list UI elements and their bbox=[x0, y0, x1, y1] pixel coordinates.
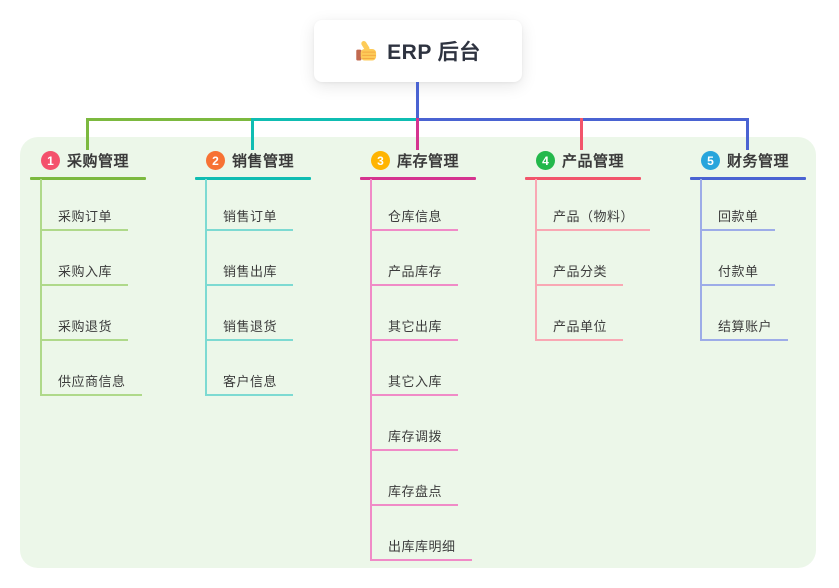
branch-underline bbox=[525, 177, 641, 180]
node-purchase-return[interactable]: 采购退货 bbox=[40, 315, 129, 341]
node-purchase-order[interactable]: 采购订单 bbox=[40, 205, 129, 231]
branch-spine-line bbox=[205, 179, 207, 396]
branch-spine-line bbox=[370, 179, 372, 561]
branch-product: 4 产品管理 产品（物料） 产品分类 产品单位 bbox=[525, 0, 655, 588]
node-purchase-inbound[interactable]: 采购入库 bbox=[40, 260, 129, 286]
node-warehouse-info[interactable]: 仓库信息 bbox=[370, 205, 459, 231]
node-payment-bill[interactable]: 付款单 bbox=[700, 260, 775, 286]
branch-inventory: 3 库存管理 仓库信息 产品库存 其它出库 其它入库 库存调拨 库存盘点 出库库… bbox=[360, 0, 490, 588]
node-other-inbound[interactable]: 其它入库 bbox=[370, 370, 459, 396]
branch-procurement: 1 采购管理 采购订单 采购入库 采购退货 供应商信息 bbox=[30, 0, 160, 588]
branch-title-label: 产品管理 bbox=[562, 153, 625, 170]
branch-title-sales[interactable]: 2 销售管理 bbox=[195, 149, 311, 172]
drop-connector-branch-3 bbox=[416, 118, 419, 150]
branch-underline bbox=[690, 177, 806, 180]
branch-title-product[interactable]: 4 产品管理 bbox=[525, 149, 641, 172]
branch-sales: 2 销售管理 销售订单 销售出库 销售退货 客户信息 bbox=[195, 0, 325, 588]
branch-underline bbox=[195, 177, 311, 180]
branch-underline bbox=[360, 177, 476, 180]
node-receipt-bill[interactable]: 回款单 bbox=[700, 205, 775, 231]
badge-number-1: 1 bbox=[41, 151, 60, 170]
branch-title-finance[interactable]: 5 财务管理 bbox=[690, 149, 806, 172]
node-product-category[interactable]: 产品分类 bbox=[535, 260, 624, 286]
badge-number-5: 5 bbox=[701, 151, 720, 170]
node-product-stock[interactable]: 产品库存 bbox=[370, 260, 459, 286]
horizontal-connector-segment-teal bbox=[252, 118, 417, 121]
node-sales-outbound[interactable]: 销售出库 bbox=[205, 260, 294, 286]
node-stock-taking[interactable]: 库存盘点 bbox=[370, 480, 459, 506]
branch-spine-line bbox=[40, 179, 42, 396]
drop-connector-branch-4 bbox=[580, 118, 583, 150]
node-sales-return[interactable]: 销售退货 bbox=[205, 315, 294, 341]
drop-connector-branch-1 bbox=[86, 118, 89, 150]
branch-spine-line bbox=[535, 179, 537, 341]
branch-spine-line bbox=[700, 179, 702, 341]
thumbs-up-icon bbox=[356, 40, 377, 60]
node-customer-info[interactable]: 客户信息 bbox=[205, 370, 294, 396]
node-product-material[interactable]: 产品（物料） bbox=[535, 205, 651, 231]
root-node-erp[interactable]: ERP 后台 bbox=[314, 20, 522, 82]
node-in-out-detail[interactable]: 出库库明细 bbox=[370, 535, 472, 561]
node-supplier-info[interactable]: 供应商信息 bbox=[40, 370, 142, 396]
node-product-unit[interactable]: 产品单位 bbox=[535, 315, 624, 341]
branch-underline bbox=[30, 177, 146, 180]
node-other-outbound[interactable]: 其它出库 bbox=[370, 315, 459, 341]
drop-connector-branch-5 bbox=[746, 118, 749, 150]
root-vertical-connector bbox=[416, 82, 419, 119]
horizontal-connector-segment-green bbox=[86, 118, 252, 121]
horizontal-connector-segment-blue bbox=[417, 118, 749, 121]
node-settlement-account[interactable]: 结算账户 bbox=[700, 315, 789, 341]
branch-finance: 5 财务管理 回款单 付款单 结算账户 bbox=[690, 0, 820, 588]
branch-title-inventory[interactable]: 3 库存管理 bbox=[360, 149, 476, 172]
branch-title-label: 库存管理 bbox=[397, 153, 460, 170]
branches-background-panel bbox=[20, 137, 816, 568]
root-node-label: ERP 后台 bbox=[387, 41, 481, 64]
branch-title-label: 销售管理 bbox=[232, 153, 295, 170]
badge-number-3: 3 bbox=[371, 151, 390, 170]
node-sales-order[interactable]: 销售订单 bbox=[205, 205, 294, 231]
branch-title-label: 财务管理 bbox=[727, 153, 790, 170]
branch-title-label: 采购管理 bbox=[67, 153, 130, 170]
drop-connector-branch-2 bbox=[251, 118, 254, 150]
node-stock-transfer[interactable]: 库存调拨 bbox=[370, 425, 459, 451]
branch-title-procurement[interactable]: 1 采购管理 bbox=[30, 149, 146, 172]
badge-number-4: 4 bbox=[536, 151, 555, 170]
badge-number-2: 2 bbox=[206, 151, 225, 170]
